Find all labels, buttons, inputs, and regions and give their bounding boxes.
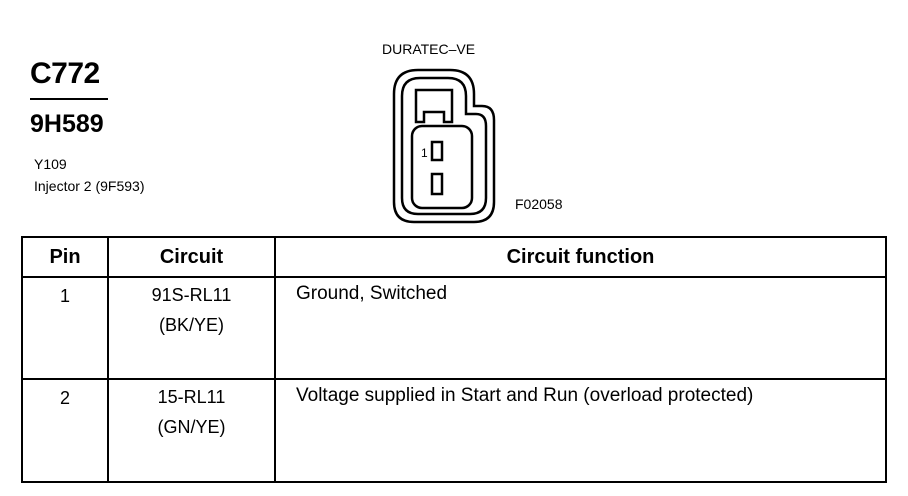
pin-cell: 1 — [21, 276, 109, 380]
pin-2-cavity — [430, 172, 444, 196]
location-code: Y109 — [34, 156, 67, 172]
locking-latch — [414, 88, 454, 124]
connector-face-drawing: 1 — [392, 68, 496, 224]
circuit-cell: 91S-RL11 (BK/YE) — [107, 276, 276, 380]
engine-variant-label: DURATEC–VE — [382, 41, 476, 57]
circuit-cell: 15-RL11 (GN/YE) — [107, 378, 276, 483]
connector-id: C772 — [30, 57, 100, 90]
pin-1-marker: 1 — [421, 146, 428, 160]
circuit-id: 91S-RL11 — [151, 285, 232, 305]
part-number: 9H589 — [30, 110, 104, 138]
function-cell: Voltage supplied in Start and Run (overl… — [274, 378, 887, 483]
wire-color: (GN/YE) — [157, 417, 226, 437]
component-name: Injector 2 (9F593) — [34, 178, 145, 194]
table-row: 2 15-RL11 (GN/YE) Voltage supplied in St… — [21, 378, 887, 483]
wire-color: (BK/YE) — [158, 315, 224, 335]
function-cell: Ground, Switched — [274, 276, 887, 380]
pin-1-cavity — [430, 140, 444, 162]
header-circuit: Circuit — [107, 236, 276, 278]
pin-cavity-block — [410, 124, 474, 210]
title-underline — [30, 98, 108, 100]
header-pin: Pin — [21, 236, 109, 278]
pin-cell: 2 — [21, 378, 109, 483]
pin-table: Pin Circuit Circuit function 1 91S-RL11 … — [21, 236, 887, 483]
table-row: 1 91S-RL11 (BK/YE) Ground, Switched — [21, 276, 887, 380]
circuit-id: 15-RL11 — [157, 387, 226, 407]
table-header-row: Pin Circuit Circuit function — [21, 236, 887, 278]
figure-code: F02058 — [515, 196, 563, 212]
header-function: Circuit function — [274, 236, 887, 278]
connector-housing-outer — [392, 68, 496, 224]
connector-housing-inner — [400, 76, 488, 216]
